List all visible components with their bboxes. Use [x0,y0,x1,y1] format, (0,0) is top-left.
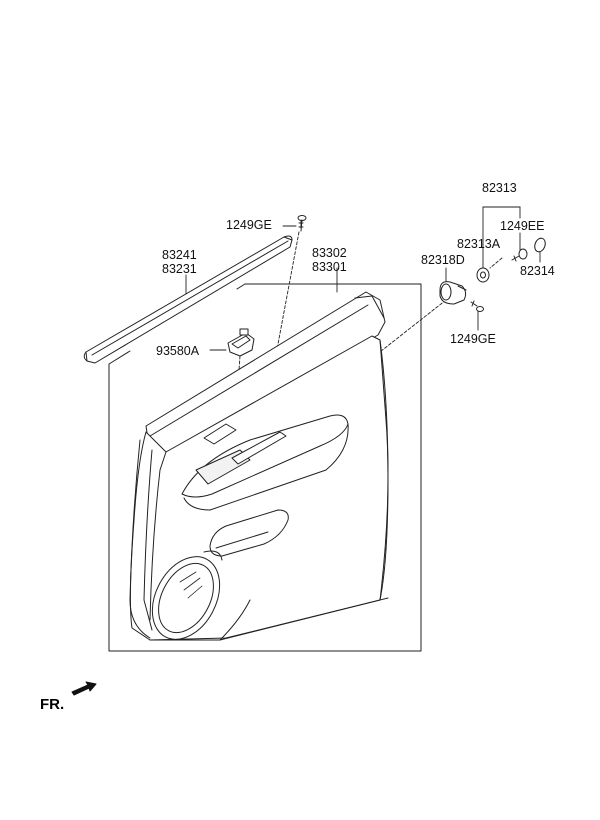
label-1249ge-top: 1249GE [226,218,272,232]
label-83301: 83301 [312,260,347,274]
front-direction-arrow [71,681,97,696]
power-window-switch [227,328,255,357]
assembly-frame-top-gap [236,283,246,290]
inside-handle-hardware [439,237,546,312]
door-trim-panel [129,291,389,641]
label-82318d: 82318D [421,253,465,267]
label-82313: 82313 [482,181,517,195]
screw-1249ge-top [297,215,307,232]
label-93580a: 93580A [156,344,200,358]
front-direction-label: FR. [40,696,65,713]
label-1249ge-right: 1249GE [450,332,496,346]
label-82314: 82314 [520,264,555,278]
assembly-frame [108,283,422,652]
belt-weatherstrip [83,235,293,364]
label-83231: 83231 [162,262,197,276]
label-1249ee: 1249EE [500,219,545,233]
label-83302: 83302 [312,246,347,260]
label-83241: 83241 [162,248,197,262]
label-82313a: 82313A [457,237,501,251]
